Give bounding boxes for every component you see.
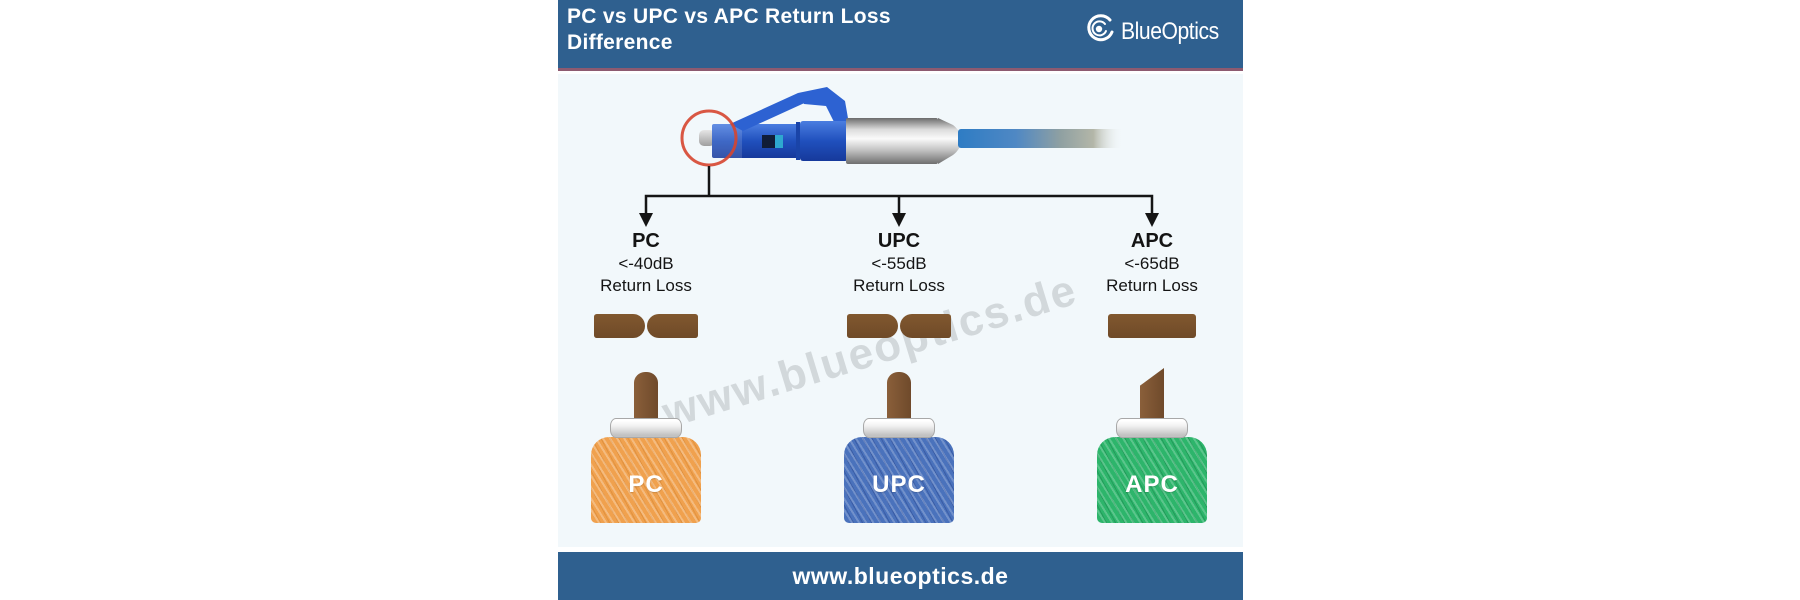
pc-connector-body: PC (591, 437, 701, 523)
page-title-line1: PC vs UPC vs APC Return Loss (567, 5, 891, 28)
ferrule-tip (699, 130, 715, 146)
pc-collar (610, 418, 682, 438)
apc-connector-body: APC (1097, 437, 1207, 523)
fiber-cable (958, 129, 1123, 148)
pc-ferrule-right (647, 314, 698, 338)
upc-collar (863, 418, 935, 438)
upc-connector-body: UPC (844, 437, 954, 523)
connector-detail-dark (762, 135, 775, 148)
apc-value: <-65dB (1124, 254, 1180, 273)
connector-divider (796, 122, 800, 160)
connector-boot-nose (938, 118, 961, 164)
page-title-line2: Difference (567, 31, 673, 54)
upc-ferrule-left (847, 314, 898, 338)
branch-lines (644, 166, 1154, 214)
apc-collar (1116, 418, 1188, 438)
apc-label-group: APC <-65dB Return Loss (1062, 229, 1242, 297)
apc-name: APC (1130, 230, 1174, 252)
brand-logo: BlueOptics (1085, 13, 1232, 50)
connector-highlight (712, 124, 742, 158)
connector-latch (730, 93, 811, 131)
upc-caption: Return Loss (853, 276, 945, 295)
connector-boot (846, 118, 938, 164)
connector-detail-cyan (775, 135, 783, 148)
apc-ferrule-bar (1108, 314, 1196, 338)
highlight-circle (680, 109, 738, 167)
pc-body-label: PC (628, 471, 664, 498)
arrowheads (639, 213, 1159, 227)
upc-body-label: UPC (872, 471, 926, 498)
brand-name: BlueOptics (1120, 17, 1219, 45)
pc-ferrule-left (594, 314, 645, 338)
header-bar: PC vs UPC vs APC Return Loss Difference … (558, 0, 1243, 71)
pc-label-group: PC <-40dB Return Loss (556, 229, 736, 297)
pc-caption: Return Loss (600, 276, 692, 295)
blueoptics-logo-icon (1085, 13, 1117, 50)
pc-ferrule-post (634, 372, 658, 420)
page-title: PC vs UPC vs APC Return Loss Difference (567, 4, 891, 56)
footer-bar: www.blueoptics.de (558, 552, 1243, 600)
footer-url: www.blueoptics.de (792, 562, 1009, 589)
pc-name: PC (632, 230, 660, 252)
upc-name: UPC (877, 230, 921, 252)
apc-caption: Return Loss (1106, 276, 1198, 295)
upc-value: <-55dB (871, 254, 927, 273)
connector-rear-body (800, 121, 848, 161)
upc-label-group: UPC <-55dB Return Loss (809, 229, 989, 297)
upc-ferrule-right (900, 314, 951, 338)
upc-ferrule-post (887, 372, 911, 420)
apc-body-label: APC (1125, 471, 1179, 498)
pc-value: <-40dB (618, 254, 674, 273)
